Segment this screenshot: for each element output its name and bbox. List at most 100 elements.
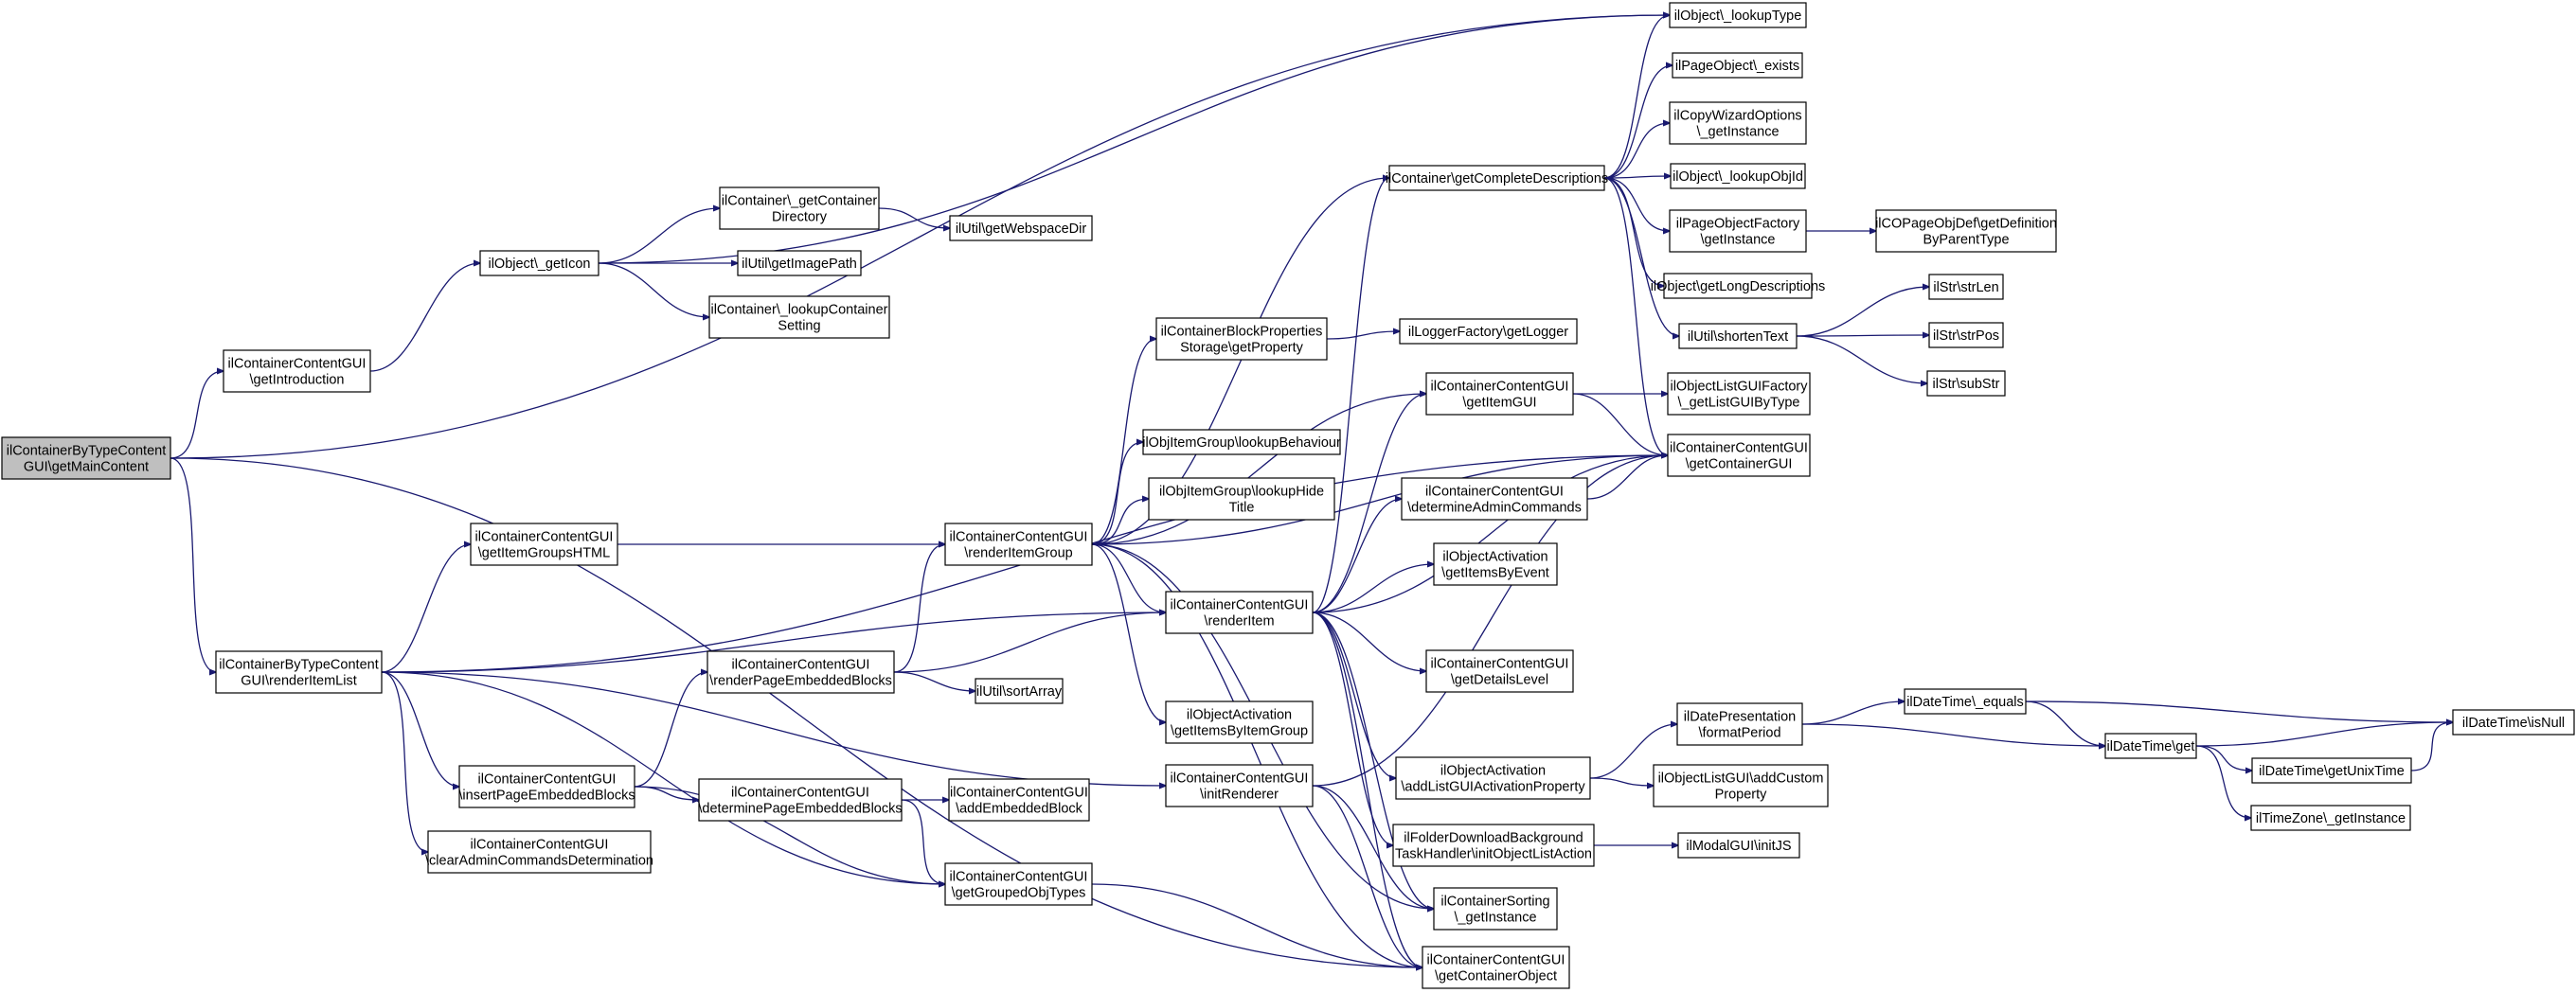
node-getLongDescriptions[interactable]: ilObject\getLongDescriptions <box>1651 273 1826 299</box>
node-label: ilUtil\shortenText <box>1688 329 1788 345</box>
node-label: ilPageObjectFactory <box>1676 217 1800 232</box>
node-getContainerGUI[interactable]: ilContainerContentGUI\getContainerGUI <box>1667 434 1811 477</box>
node-label: \renderItem <box>1204 614 1274 629</box>
node-folderDownload[interactable]: ilFolderDownloadBackgroundTaskHandler\in… <box>1392 824 1595 867</box>
node-label: ilContainerContentGUI <box>950 870 1088 885</box>
node-label: \_getListGUIByType <box>1678 396 1800 411</box>
node-listGUIFactory[interactable]: ilObjectListGUIFactory\_getListGUIByType <box>1667 372 1811 416</box>
node-strLen[interactable]: ilStr\strLen <box>1928 274 2004 300</box>
node-getItemGUI[interactable]: ilContainerContentGUI\getItemGUI <box>1425 372 1574 416</box>
edge-getUnixTime-to-isNull <box>2410 722 2453 771</box>
node-blockPropertiesStorage[interactable]: ilContainerBlockPropertiesStorage\getPro… <box>1155 317 1328 361</box>
node-box <box>708 295 890 339</box>
node-initRenderer[interactable]: ilContainerContentGUI\initRenderer <box>1165 764 1314 807</box>
node-label: ilObjectActivation <box>1440 764 1546 779</box>
node-label: ilLoggerFactory\getLogger <box>1408 325 1568 340</box>
node-getIntroduction[interactable]: ilContainerContentGUI\getIntroduction <box>223 349 371 393</box>
node-renderPageEmbeddedBlocks[interactable]: ilContainerContentGUI\renderPageEmbedded… <box>707 650 895 694</box>
node-getItemsByEvent[interactable]: ilObjectActivation\getItemsByEvent <box>1433 542 1558 586</box>
node-label: \insertPageEmbeddedBlocks <box>458 789 635 804</box>
edge-insertPageEmbeddedBlocks-to-getGroupedObjTypes <box>634 786 945 884</box>
node-label: ilContainerByTypeContent <box>219 658 378 673</box>
node-label: ilContainerBlockProperties <box>1161 325 1323 340</box>
node-sortArray[interactable]: ilUtil\sortArray <box>975 678 1064 704</box>
node-getWebspaceDir[interactable]: ilUtil\getWebspaceDir <box>949 215 1093 241</box>
node-getUnixTime[interactable]: ilDateTime\getUnixTime <box>2251 757 2412 784</box>
node-insertPageEmbeddedBlocks[interactable]: ilContainerContentGUI\insertPageEmbedded… <box>458 765 635 808</box>
node-label: Storage\getProperty <box>1180 341 1304 356</box>
node-shortenText[interactable]: ilUtil\shortenText <box>1678 323 1798 349</box>
node-determinePageEmbeddedBlocks[interactable]: ilContainerContentGUI\determinePageEmbed… <box>698 778 903 822</box>
node-label: \getInstance <box>1701 233 1776 248</box>
node-box <box>1399 318 1578 345</box>
node-box <box>1875 209 2057 253</box>
node-box <box>1672 52 1803 79</box>
node-root[interactable]: ilContainerByTypeContentGUI\getMainConte… <box>1 436 171 480</box>
node-box <box>1388 165 1605 191</box>
node-renderItem[interactable]: ilContainerContentGUI\renderItem <box>1165 591 1314 634</box>
node-getCompleteDescriptions[interactable]: ilContainer\getCompleteDescriptions <box>1386 165 1608 191</box>
edge-getContainerDirectory-to-getWebspaceDir <box>878 207 950 228</box>
node-renderItemGroup[interactable]: ilContainerContentGUI\renderItemGroup <box>944 523 1093 566</box>
node-timeZone[interactable]: ilTimeZone\_getInstance <box>2250 805 2411 831</box>
node-pageObjectFactory[interactable]: ilPageObjectFactory\getInstance <box>1669 209 1807 253</box>
node-isNull[interactable]: ilDateTime\isNull <box>2452 709 2575 736</box>
node-addListGUIActivationProperty[interactable]: ilObjectActivation\addListGUIActivationP… <box>1395 756 1591 800</box>
edge-getCompleteDescriptions-to-lookupType <box>1603 15 1670 179</box>
edge-dateTimeGet-to-isNull <box>2195 722 2453 747</box>
node-pageObjectExists[interactable]: ilPageObject\_exists <box>1672 52 1803 79</box>
node-label: ilContainerContentGUI <box>732 658 870 673</box>
node-box <box>2104 733 2197 759</box>
node-label: ilContainerContentGUI <box>228 357 367 372</box>
node-label: ilObject\_getIcon <box>488 257 590 272</box>
node-box <box>1401 477 1588 521</box>
node-getGroupedObjTypes[interactable]: ilContainerContentGUI\getGroupedObjTypes <box>944 862 1093 906</box>
node-label: ilObject\_lookupObjId <box>1673 169 1803 185</box>
node-containerSorting[interactable]: ilContainerSorting\_getInstance <box>1433 887 1558 931</box>
node-modalInitJS[interactable]: ilModalGUI\initJS <box>1677 832 1800 859</box>
edge-renderItem-to-folderDownload <box>1312 612 1393 845</box>
node-lookupBehaviour[interactable]: ilObjItemGroup\lookupBehaviour <box>1142 429 1341 455</box>
node-label: TaskHandler\initObjectListAction <box>1395 847 1592 862</box>
node-getContainerObject[interactable]: ilContainerContentGUI\getContainerObject <box>1422 946 1570 989</box>
node-clearAdminCommands[interactable]: ilContainerContentGUI\clearAdminCommands… <box>425 830 653 874</box>
node-label: ilContainer\_lookupContainer <box>710 303 887 318</box>
node-box <box>1663 273 1813 299</box>
node-subStr[interactable]: ilStr\subStr <box>1926 370 2006 397</box>
edge-blockPropertiesStorage-to-getLogger <box>1326 331 1400 340</box>
node-dateTimeGet[interactable]: ilDateTime\get <box>2104 733 2197 759</box>
node-label: ilTimeZone\_getInstance <box>2256 811 2406 826</box>
edge-root-to-lookupType <box>170 15 1670 459</box>
node-determineAdminCommands[interactable]: ilContainerContentGUI\determineAdminComm… <box>1401 477 1588 521</box>
node-getIcon[interactable]: ilObject\_getIcon <box>479 250 599 276</box>
edge-renderItem-to-getCompleteDescriptions <box>1312 178 1389 613</box>
node-label: \getIntroduction <box>250 373 345 388</box>
node-label: \_getInstance <box>1454 911 1536 926</box>
node-getItemGroupsHTML[interactable]: ilContainerContentGUI\getItemGroupsHTML <box>470 523 618 566</box>
node-getImagePath[interactable]: ilUtil\getImagePath <box>737 250 862 276</box>
node-box <box>707 650 895 694</box>
node-getDetailsLevel[interactable]: ilContainerContentGUI\getDetailsLevel <box>1425 649 1574 693</box>
node-strPos[interactable]: ilStr\strPos <box>1928 322 2004 348</box>
edge-renderItem-to-addListGUIActivationProperty <box>1312 612 1396 778</box>
node-getLogger[interactable]: ilLoggerFactory\getLogger <box>1399 318 1578 345</box>
node-label: ilContainerContentGUI <box>475 530 614 545</box>
node-copyWizardOptions[interactable]: ilCopyWizardOptions\_getInstance <box>1669 101 1807 145</box>
node-box <box>1395 756 1591 800</box>
node-lookupType[interactable]: ilObject\_lookupType <box>1669 2 1807 28</box>
node-addEmbeddedBlock[interactable]: ilContainerContentGUI\addEmbeddedBlock <box>948 778 1090 822</box>
node-datePresentation[interactable]: ilDatePresentation\formatPeriod <box>1676 702 1803 746</box>
node-getItemsByItemGroup[interactable]: ilObjectActivation\getItemsByItemGroup <box>1165 700 1314 744</box>
node-lookupObjId[interactable]: ilObject\_lookupObjId <box>1670 163 1806 189</box>
node-label: Property <box>1715 788 1768 803</box>
node-renderItemList[interactable]: ilContainerByTypeContentGUI\renderItemLi… <box>215 650 383 694</box>
node-label: \getItemsByItemGroup <box>1171 724 1308 739</box>
node-box <box>1926 370 2006 397</box>
node-box <box>737 250 862 276</box>
node-dateTimeEquals[interactable]: ilDateTime\_equals <box>1904 688 2027 715</box>
